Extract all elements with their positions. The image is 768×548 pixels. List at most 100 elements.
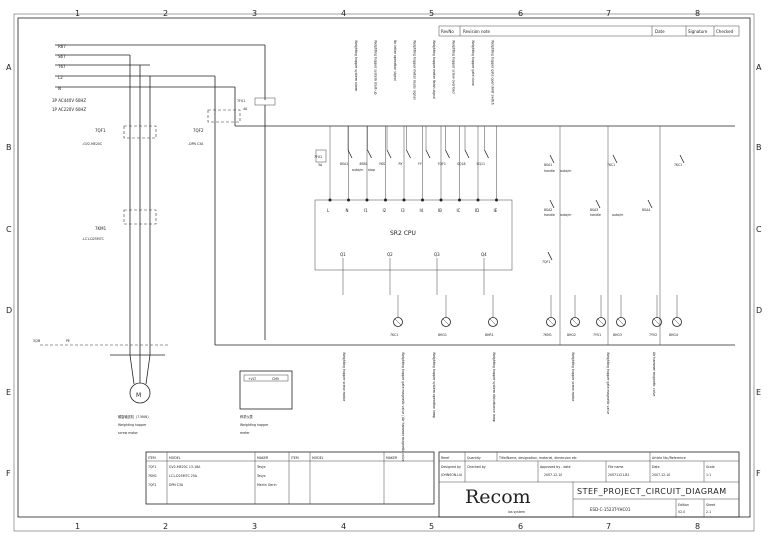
grid-row-label: F bbox=[756, 469, 761, 478]
switch-label: RY bbox=[399, 162, 403, 166]
sheet-border bbox=[17, 17, 751, 518]
terminal-dot bbox=[458, 198, 461, 202]
fu1-label: 7FU1 bbox=[237, 99, 245, 103]
switch-contact bbox=[464, 149, 470, 159]
grid-col-label: 2 bbox=[163, 522, 168, 531]
switch-label: 8SA1 bbox=[340, 162, 348, 166]
plc-input-terminal: IE bbox=[494, 208, 498, 213]
terminal-dot bbox=[476, 198, 480, 202]
bom-cell: LC1-D25M7C 25A bbox=[169, 474, 198, 478]
fu2-label: 7FU2 bbox=[314, 155, 322, 159]
tb-edition: Edition bbox=[678, 503, 689, 507]
meter-terminal-1: +VLT bbox=[248, 377, 256, 381]
bottom-circuit-description: Weighting hopper gate magnetic valve / A… bbox=[401, 352, 405, 462]
grid-col-label: 4 bbox=[341, 522, 346, 531]
fu2-fuse bbox=[315, 149, 327, 163]
switch-label: FY bbox=[418, 162, 422, 166]
bottom-circuit-description: Weighting hopper system operation lamp bbox=[432, 352, 436, 418]
load-label: 8HG4 bbox=[669, 333, 678, 337]
terminal-dot bbox=[384, 198, 387, 202]
tb-approved: Approved by - date bbox=[540, 465, 571, 469]
motor-label-cn: 螺旋输送机（7.5KW） bbox=[118, 414, 151, 419]
switch-label: 8SB1 bbox=[360, 162, 368, 166]
bottom-circuit-description: Weighting hopper screw motor bbox=[342, 352, 346, 402]
title-block: Reref Quantity Title/Name, designation, … bbox=[438, 451, 740, 518]
qf1-model: -GV2-ME20C bbox=[82, 142, 103, 146]
load-symbol bbox=[616, 317, 626, 327]
grid-row-label: D bbox=[6, 306, 12, 315]
bom-cell: 7QF1 bbox=[148, 465, 156, 469]
main-power-path: 7QF1 -GV2-ME20C 7KM1 -LC1-D25M7C M 螺旋输送机… bbox=[33, 55, 170, 435]
load-label: 7YV2 bbox=[649, 333, 657, 337]
load-label: 8HG1 bbox=[438, 333, 447, 337]
line-label: N bbox=[58, 86, 61, 91]
switch-contact bbox=[386, 149, 392, 159]
plc-input-terminal: I1 bbox=[364, 208, 368, 213]
tb-date-value: 2007.12.10 bbox=[652, 473, 670, 477]
terminal-dot bbox=[347, 198, 350, 202]
company-subtitle: ios system bbox=[508, 510, 525, 514]
top-circuit-description: Weighting hopper meter finish signal bbox=[432, 40, 436, 99]
load-mark bbox=[653, 318, 661, 326]
right-switch-sub-label: handle bbox=[544, 213, 555, 217]
top-circuit-description: Weighting hopper meter ready signal bbox=[413, 40, 417, 100]
load-mark bbox=[489, 318, 497, 326]
switch-label: SQ18 bbox=[457, 162, 466, 166]
grid-col-label: 6 bbox=[518, 9, 523, 18]
tb-sheet: Sheet bbox=[706, 503, 716, 507]
right-switch-label: 7QF1 bbox=[542, 260, 550, 264]
plc-input-terminal: IC bbox=[457, 208, 461, 213]
grid-col-label: 1 bbox=[75, 522, 80, 531]
motor-letter: M bbox=[136, 392, 141, 399]
bom-cell: Tesys bbox=[256, 474, 266, 478]
km1-model: -LC1-D25M7C bbox=[82, 237, 105, 241]
plc-output-terminal: Q4 bbox=[481, 252, 487, 257]
bom-header: ITEM bbox=[291, 456, 299, 460]
right-switch-sub-label: handle bbox=[544, 169, 555, 173]
grid-row-label: F bbox=[6, 469, 11, 478]
terminal-dot bbox=[402, 198, 406, 202]
load-label: 8HG2 bbox=[567, 333, 576, 337]
top-circuit-description: Weighting hopper screw overload bbox=[452, 40, 456, 94]
grid-col-label: 5 bbox=[429, 9, 434, 18]
load-mark bbox=[673, 318, 681, 326]
load-mark bbox=[394, 318, 402, 326]
pe-source: 3/2B bbox=[33, 339, 40, 343]
load-mark bbox=[571, 318, 579, 326]
grid-col-label: 3 bbox=[252, 522, 257, 531]
tb-designer: JOHNSON.LIU bbox=[440, 473, 463, 477]
line-label: R67 bbox=[58, 44, 66, 49]
tb-edition-value: V2.0 bbox=[678, 510, 685, 514]
tb-designed-by: Designed by bbox=[441, 465, 461, 469]
plc-input-terminal: ID bbox=[475, 208, 479, 213]
bottom-circuit-description: Weighting hopper gate magnetic valve bbox=[606, 352, 610, 414]
switch-contact bbox=[484, 149, 489, 159]
terminal-dot bbox=[495, 198, 498, 202]
rev-date-label: Date bbox=[655, 29, 665, 34]
plc-input-terminal: IB bbox=[438, 208, 442, 213]
bottom-circuit-description: Weighting hopper system disturbance lamp bbox=[492, 352, 496, 422]
load-mark bbox=[547, 318, 555, 326]
bom-cell: Tesys bbox=[256, 465, 266, 469]
right-switch-contact bbox=[647, 199, 653, 209]
load-label: 8HG3 bbox=[613, 333, 622, 337]
tb-reref: Reref bbox=[441, 456, 450, 460]
grid-col-label: 4 bbox=[341, 9, 346, 18]
bom-cell: Merlin Gerin bbox=[257, 483, 276, 487]
right-switch-contact bbox=[549, 154, 555, 164]
top-circuit-description: Weighting hopper gate open limit switch bbox=[491, 40, 495, 105]
bom-header: MAKER bbox=[386, 456, 398, 460]
bom-cell: DPN C3A bbox=[169, 483, 184, 487]
tb-date: Date bbox=[652, 465, 660, 469]
top-circuit-description: Weighting hopper gate close bbox=[471, 40, 475, 86]
grid-col-label: 8 bbox=[695, 9, 700, 18]
terminal-dot bbox=[365, 198, 369, 202]
load-symbol bbox=[441, 317, 451, 327]
plc-input-terminal: N bbox=[346, 208, 349, 213]
load-mark bbox=[617, 318, 625, 326]
load-label: 7YV1 bbox=[593, 333, 601, 337]
load-symbol bbox=[652, 317, 662, 327]
